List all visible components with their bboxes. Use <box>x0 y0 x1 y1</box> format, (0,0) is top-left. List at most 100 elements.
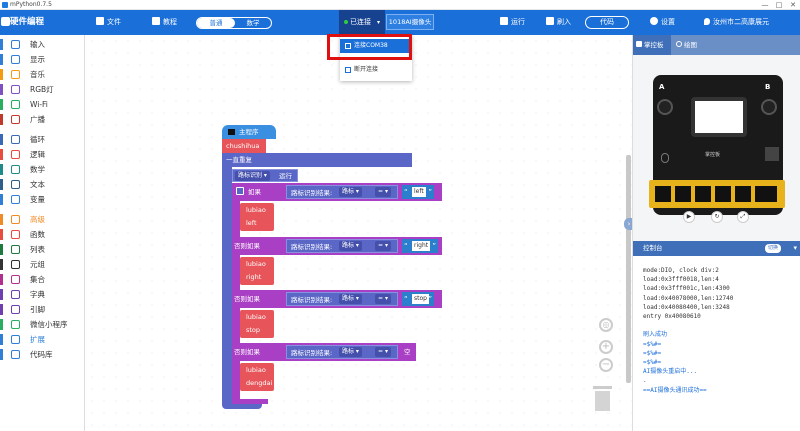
mode-normal-tab[interactable]: 普通 <box>197 18 235 28</box>
route-sign-dropdown[interactable]: 路标 ▾ <box>339 241 362 251</box>
recenter-icon[interactable]: ◎ <box>599 318 613 332</box>
sidebar-item-12[interactable]: 函数 <box>0 227 85 242</box>
condition-row[interactable]: 否则如果路标识别结果:路标 ▾= ▾“stop” <box>232 290 442 308</box>
code-button[interactable]: 代码 <box>585 16 629 29</box>
sidebar-item-8[interactable]: 数学 <box>0 162 85 177</box>
sidebar-item-3[interactable]: RGB灯 <box>0 82 85 97</box>
tab-plot[interactable]: 绘图 <box>673 35 707 55</box>
route-run-block[interactable]: 路标识别 ▾ 运行 <box>232 169 298 182</box>
panel-collapse-button[interactable]: › <box>624 218 634 230</box>
main-program-block[interactable]: 主程序 <box>222 125 276 139</box>
category-color-bar <box>0 274 3 285</box>
route-result-block[interactable]: 路标识别结果:路标 ▾= ▾ <box>286 239 398 253</box>
sidebar-item-5[interactable]: 广播 <box>0 112 85 127</box>
route-result-block[interactable]: 路标识别结果:路标 ▾= ▾ <box>286 185 398 199</box>
init-function-call[interactable]: chushihua <box>222 139 266 153</box>
close-button[interactable]: ✕ <box>790 1 796 9</box>
route-sign-text: 路标 <box>342 242 355 249</box>
button-b[interactable] <box>761 99 777 115</box>
condition-row[interactable]: 如果路标识别结果:路标 ▾= ▾“left” <box>232 183 442 201</box>
route-result-block[interactable]: 路标识别结果:路标 ▾= ▾ <box>286 345 398 359</box>
camera-device-button[interactable]: 1018AI摄像头 <box>386 14 434 30</box>
settings-button[interactable]: 设置 <box>650 16 675 29</box>
sidebar-item-13[interactable]: 列表 <box>0 242 85 257</box>
gear-icon[interactable] <box>236 187 244 195</box>
equals-operator-dropdown[interactable]: = ▾ <box>375 187 391 197</box>
sidebar-item-label: 引脚 <box>30 305 45 314</box>
disconnect-item[interactable]: 断开连接 <box>340 63 412 77</box>
equals-operator-dropdown[interactable]: = ▾ <box>375 347 391 357</box>
sidebar-item-0[interactable]: 输入 <box>0 37 85 52</box>
string-value-block[interactable]: “right” <box>402 239 438 253</box>
route-result-block[interactable]: 路标识别结果:路标 ▾= ▾ <box>286 292 398 306</box>
condition-row[interactable]: 否则如果路标识别结果:路标 ▾= ▾空 <box>232 343 416 361</box>
sidebar-item-4[interactable]: Wi-Fi <box>0 97 85 112</box>
sidebar-item-11[interactable]: 高级 <box>0 212 85 227</box>
forever-loop-arm <box>222 167 232 402</box>
play-button[interactable]: ▶ <box>683 211 695 223</box>
equals-operator-dropdown[interactable]: = ▾ <box>375 294 391 304</box>
forever-loop-block[interactable]: 一直重复 <box>222 153 412 167</box>
sidebar-item-10[interactable]: 变量 <box>0 192 85 207</box>
condition-keyword: 否则如果 <box>234 242 260 250</box>
tab-board[interactable]: 掌控板 <box>633 35 671 55</box>
button-a[interactable] <box>657 99 673 115</box>
sidebar-item-2[interactable]: 音乐 <box>0 67 85 82</box>
string-value-text[interactable]: right <box>412 241 431 251</box>
sidebar-item-1[interactable]: 显示 <box>0 52 85 67</box>
workspace-scrollbar[interactable] <box>626 155 631 383</box>
sidebar-item-16[interactable]: 字典 <box>0 287 85 302</box>
sidebar-item-17[interactable]: 引脚 <box>0 302 85 317</box>
condition-keyword: 否则如果 <box>234 295 260 303</box>
fullscreen-button[interactable]: ⤢ <box>737 211 749 223</box>
run-button[interactable]: 运行 <box>500 16 525 29</box>
route-sign-dropdown[interactable]: 路标 ▾ <box>339 294 362 304</box>
category-color-bar <box>0 134 3 145</box>
maximize-button[interactable]: □ <box>775 1 783 9</box>
sidebar-item-15[interactable]: 集合 <box>0 272 85 287</box>
zoom-in-button[interactable]: + <box>599 340 613 354</box>
tutorial-button[interactable]: 教程 <box>152 16 177 29</box>
console-switch-button[interactable]: 切换 <box>764 244 781 253</box>
connection-button[interactable]: 已连接 ▾ <box>339 10 385 35</box>
chevron-down-icon[interactable]: ▾ <box>793 244 797 252</box>
sidebar-item-label: 微信小程序 <box>30 320 68 329</box>
sidebar-item-20[interactable]: 代码库 <box>0 347 85 362</box>
sidebar-item-6[interactable]: 循环 <box>0 132 85 147</box>
block-workspace[interactable]: 主程序 chushihua 一直重复 路标识别 ▾ 运行 如果路标识别结果:路标… <box>86 35 632 431</box>
flash-button[interactable]: 刷入 <box>546 16 571 29</box>
equals-operator-dropdown[interactable]: = ▾ <box>375 241 391 251</box>
console-line: load:0x40080400,len:3248 <box>643 303 730 311</box>
sidebar-item-7[interactable]: 逻辑 <box>0 147 85 162</box>
route-sign-dropdown[interactable]: 路标 ▾ <box>339 347 362 357</box>
sidebar-item-9[interactable]: 文本 <box>0 177 85 192</box>
string-value-block[interactable]: “left” <box>402 185 434 199</box>
sidebar-item-19[interactable]: 扩展 <box>0 332 85 347</box>
route-sign-dropdown[interactable]: 路标 ▾ <box>339 187 362 197</box>
string-value-text[interactable]: stop <box>412 294 429 304</box>
category-color-bar <box>0 244 3 255</box>
location-button[interactable]: 汝州市二高康展元 <box>704 16 769 29</box>
minimize-button[interactable]: — <box>761 1 769 9</box>
sidebar-item-18[interactable]: 微信小程序 <box>0 317 85 332</box>
connect-com-item[interactable]: 连接COM38 <box>340 39 412 53</box>
condition-row[interactable]: 否则如果路标识别结果:路标 ▾= ▾“right” <box>232 237 442 255</box>
tab-plot-label: 绘图 <box>684 41 697 49</box>
reset-button[interactable]: ↻ <box>711 211 723 223</box>
trash-can-icon[interactable] <box>593 386 612 412</box>
mode-data-tab[interactable]: 数学 <box>246 19 260 27</box>
category-color-bar <box>0 84 3 95</box>
string-value-block[interactable]: “stop” <box>402 292 434 306</box>
file-button[interactable]: 文件 <box>96 16 121 29</box>
sidebar-item-14[interactable]: 元组 <box>0 257 85 272</box>
usb-icon <box>345 43 351 49</box>
route-recog-dropdown[interactable]: 路标识别 ▾ <box>235 171 270 181</box>
zoom-out-button[interactable]: − <box>599 358 613 372</box>
string-value-text[interactable]: left <box>412 187 426 197</box>
